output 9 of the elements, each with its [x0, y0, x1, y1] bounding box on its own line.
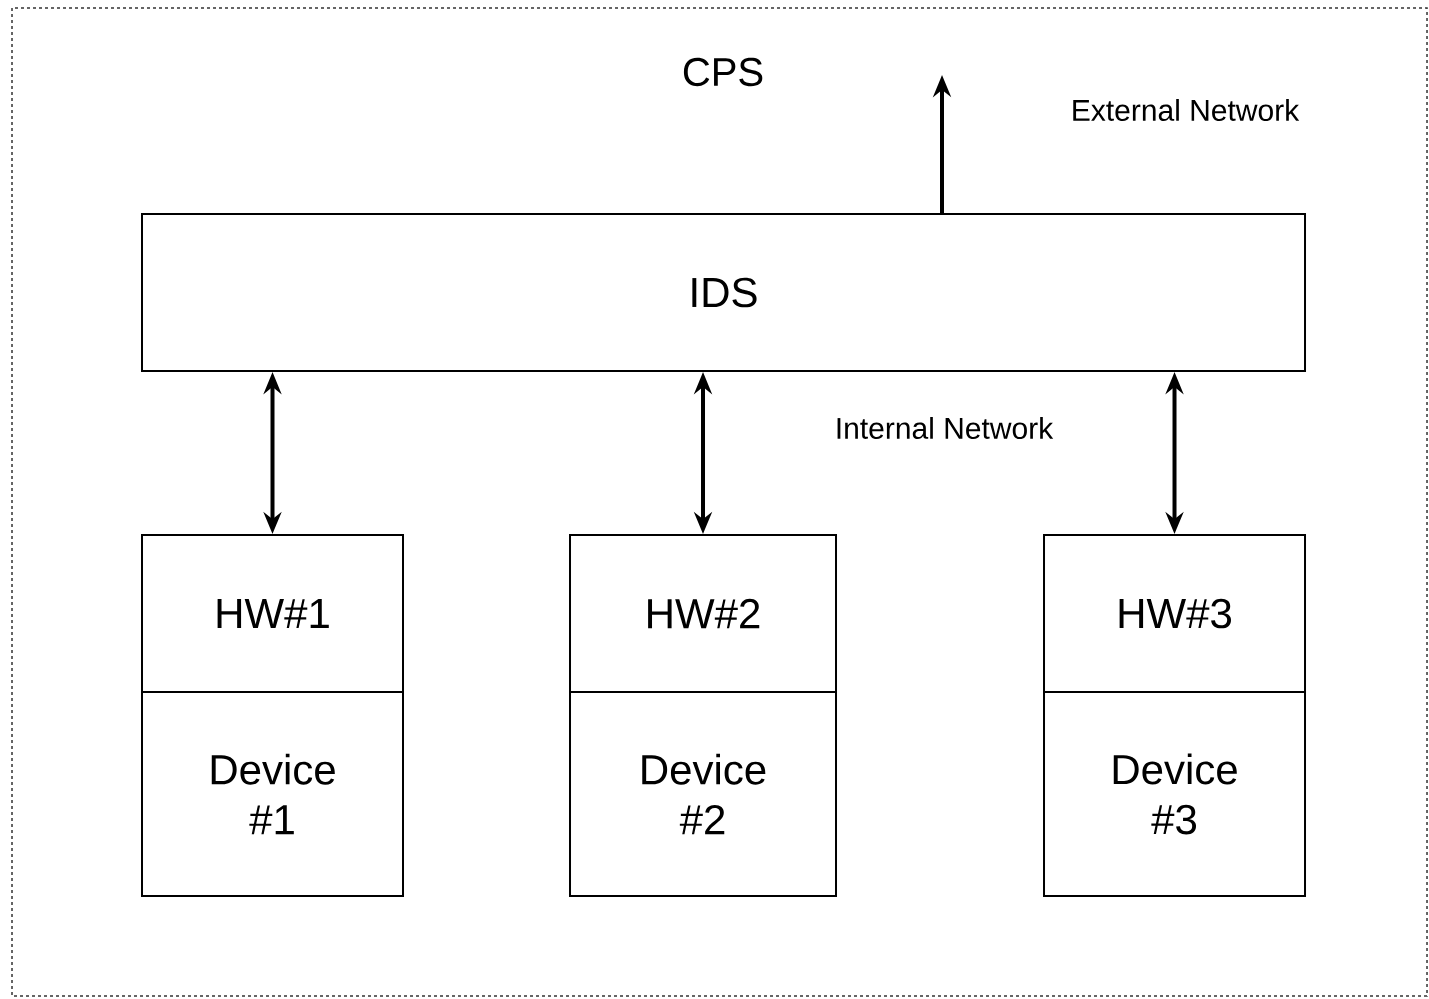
process-box: HW#3 — [1043, 534, 1306, 693]
network-label: Internal Network — [837, 417, 1054, 440]
process-box: IDS — [141, 213, 1306, 372]
process-box: Device #3 — [1043, 691, 1306, 897]
process-box: HW#1 — [141, 534, 404, 693]
process-box: Device #2 — [569, 691, 837, 897]
edge-label: External Network — [1068, 97, 1302, 123]
process-box: Device #1 — [141, 691, 404, 897]
process-box: HW#2 — [569, 534, 837, 693]
